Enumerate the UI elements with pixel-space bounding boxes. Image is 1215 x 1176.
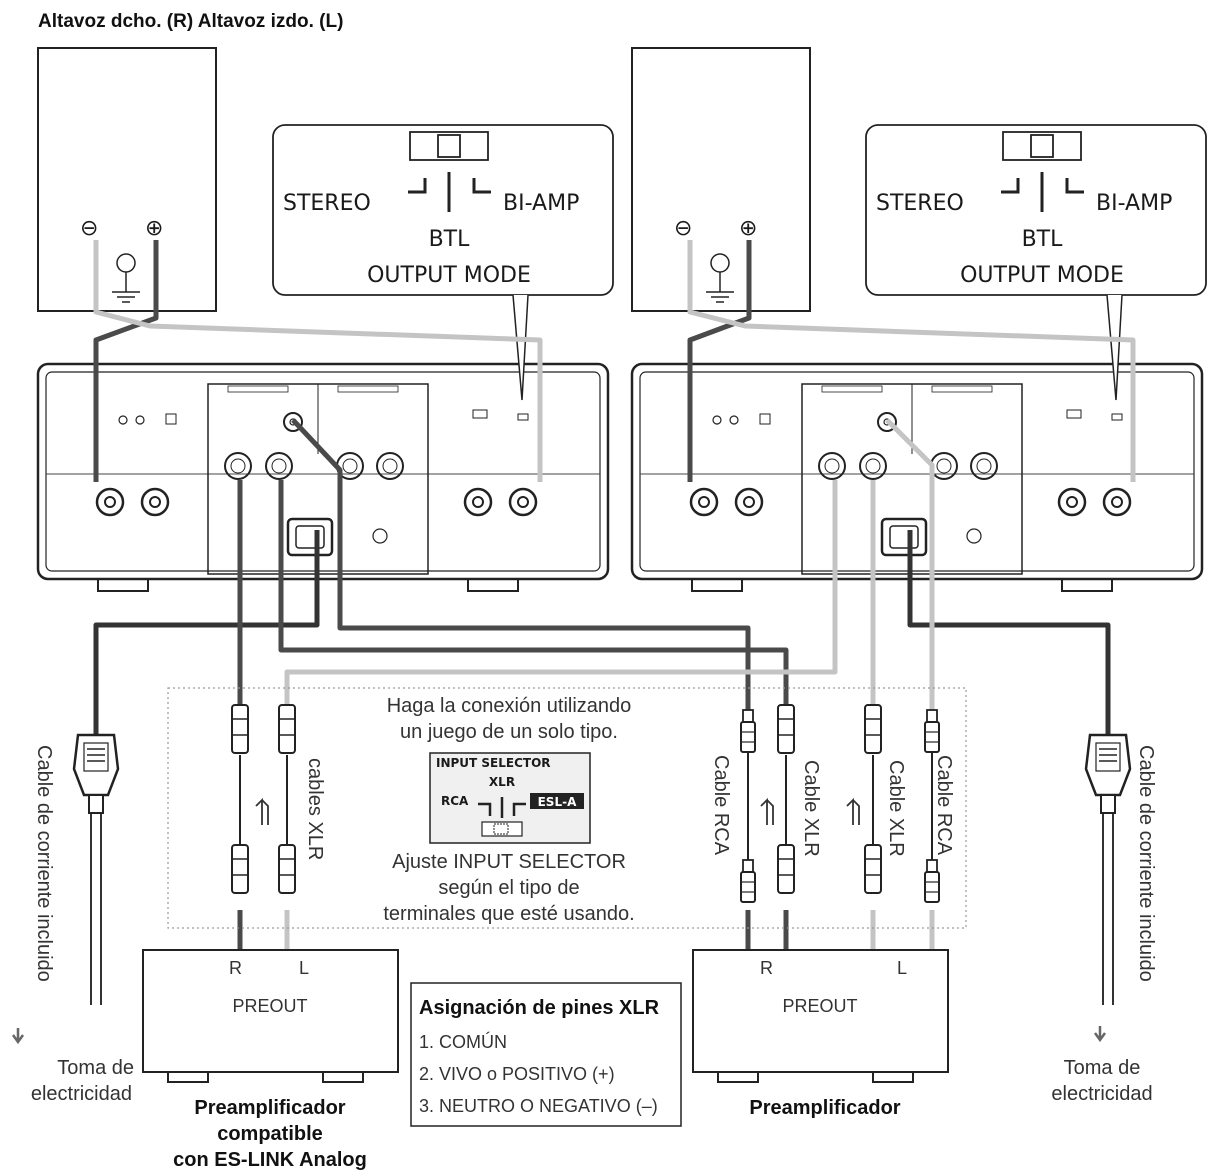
single-type-note-region <box>167 687 967 929</box>
preamp-left: R L PREOUT <box>142 949 399 1083</box>
speaker2-minus-terminal: ⊖ <box>674 216 692 241</box>
xlr-connector <box>777 704 795 754</box>
speaker-left-cabinet <box>37 47 217 312</box>
signal-cables <box>237 418 935 960</box>
xlr-connector <box>231 844 249 894</box>
note-line-1: Haga la conexión utilizando <box>387 695 632 717</box>
power-cable-label-left: Cable de corriente incluido <box>33 745 55 982</box>
preamp-left-r-label: R <box>229 958 242 978</box>
direction-arrows <box>255 797 860 825</box>
outlet-left-line2: electricidad <box>31 1083 132 1105</box>
rca-connector <box>924 709 940 753</box>
xlr-pin-assignment-box: Asignación de pines XLR 1. COMÚN 2. VIVO… <box>410 982 682 1127</box>
speaker-right-cabinet <box>631 47 811 312</box>
rca-connector <box>924 859 940 903</box>
output-mode-label: OUTPUT MODE <box>960 263 1124 288</box>
speaker1-minus-terminal: ⊖ <box>80 216 98 241</box>
power-cable-label-right: Cable de corriente incluido <box>1135 745 1157 982</box>
preamp-right-l-label: L <box>897 958 907 978</box>
xlr-connector <box>864 844 882 894</box>
speaker-cables <box>93 240 1136 482</box>
stereo-label: STEREO <box>876 191 964 216</box>
xlr-connector <box>278 704 296 754</box>
xlr-connector <box>278 844 296 894</box>
preamp-left-caption-2: compatible <box>217 1123 323 1145</box>
selector-esl-label: ESL-A <box>538 795 577 809</box>
outlet-right-line1: Toma de <box>1064 1057 1141 1079</box>
center-note: Haga la conexión utilizando un juego de … <box>383 695 634 925</box>
preamp-right-preout-label: PREOUT <box>782 996 857 1016</box>
rca-cable-label-2: Cable RCA <box>933 755 955 856</box>
xlr-cable-label-2: Cable XLR <box>885 760 907 857</box>
input-selector-box: INPUT SELECTOR XLR RCA ESL-A <box>429 752 591 844</box>
speaker1-plus-terminal: ⊕ <box>145 216 163 241</box>
output-mode-label: OUTPUT MODE <box>367 263 531 288</box>
speaker2-plus-terminal: ⊕ <box>739 216 757 241</box>
selector-rca-label: RCA <box>441 794 469 808</box>
note-line-2: un juego de un solo tipo. <box>400 721 618 743</box>
xlr-connector <box>864 704 882 754</box>
preamp-left-caption-1: Preamplificador <box>194 1097 345 1119</box>
note-line-3: Ajuste INPUT SELECTOR <box>392 851 626 873</box>
header-title: Altavoz dcho. (R) Altavoz izdo. (L) <box>38 11 343 32</box>
power-cables <box>90 530 1114 1005</box>
preamp-left-l-label: L <box>299 958 309 978</box>
down-arrow-icon <box>1093 1026 1107 1043</box>
output-mode-callout-right: STEREO BI-AMP BTL OUTPUT MODE <box>865 124 1207 401</box>
xlr-connector <box>231 704 249 754</box>
output-mode-callout-left: STEREO BI-AMP BTL OUTPUT MODE <box>272 124 614 401</box>
xlr-connector <box>777 844 795 894</box>
note-line-4: según el tipo de <box>438 877 579 899</box>
preamp-right-caption: Preamplificador <box>749 1097 900 1119</box>
outlet-left-line1: Toma de <box>57 1057 134 1079</box>
down-arrow-icon <box>11 1028 25 1045</box>
pin-1-label: 1. COMÚN <box>419 1031 507 1052</box>
preamp-left-caption-3: con ES-LINK Analog <box>173 1149 367 1171</box>
xlr-cables-label: cables XLR <box>304 758 326 860</box>
preamp-left-preout-label: PREOUT <box>232 996 307 1016</box>
outlet-right-line2: electricidad <box>1051 1083 1152 1105</box>
rca-connector <box>740 709 756 753</box>
stereo-label: STEREO <box>283 191 371 216</box>
btl-label: BTL <box>1022 227 1064 252</box>
bi-amp-label: BI-AMP <box>503 191 579 216</box>
power-plug-right <box>1084 733 1132 815</box>
preamp-right-r-label: R <box>760 958 773 978</box>
selector-xlr-label: XLR <box>489 775 515 789</box>
power-plug-left <box>72 733 120 815</box>
rca-connector <box>740 859 756 903</box>
preamp-right: R L PREOUT <box>692 949 949 1083</box>
note-line-5: terminales que esté usando. <box>383 903 634 925</box>
rca-cable-label-1: Cable RCA <box>710 755 732 856</box>
bi-amp-label: BI-AMP <box>1096 191 1172 216</box>
xlr-cable-label-1: Cable XLR <box>800 760 822 857</box>
pin-2-label: 2. VIVO o POSITIVO (+) <box>419 1064 615 1084</box>
pin-box-title: Asignación de pines XLR <box>419 997 660 1019</box>
selector-title: INPUT SELECTOR <box>436 756 551 770</box>
pin-3-label: 3. NEUTRO O NEGATIVO (–) <box>419 1096 658 1116</box>
btl-label: BTL <box>429 227 471 252</box>
